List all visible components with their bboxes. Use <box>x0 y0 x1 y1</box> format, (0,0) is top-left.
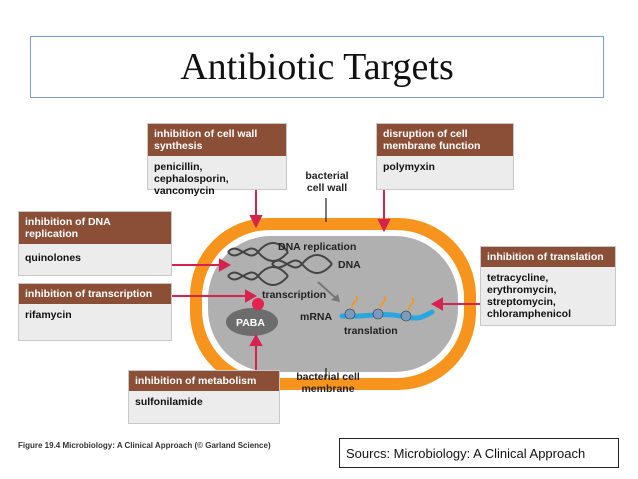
title-box: Antibiotic Targets <box>30 36 604 98</box>
label-translation: translation <box>344 325 398 337</box>
panel-drugs: sulfonilamide <box>135 396 203 408</box>
panel-drugs: rifamycin <box>25 309 72 321</box>
panel-heading: inhibition of cell wall synthesis <box>148 124 286 156</box>
page-title: Antibiotic Targets <box>180 46 454 88</box>
dna-helix-lower <box>227 254 333 286</box>
source-text: Sourcs: Microbiology: A Clinical Approac… <box>346 445 586 461</box>
nascent-peptides <box>351 295 415 311</box>
panel-translation: inhibition of translation tetracycline, … <box>480 246 616 326</box>
panel-heading: inhibition of metabolism <box>129 371 279 391</box>
label-mrna: mRNA <box>300 311 333 323</box>
panel-transcription: inhibition of transcription rifamycin <box>18 283 172 341</box>
paba-molecule <box>252 298 264 310</box>
panel-heading: disruption of cell membrane function <box>377 124 513 156</box>
target-arrows <box>172 190 480 370</box>
ribosomes <box>344 308 412 322</box>
panel-drugs: penicillin, cephalosporin, vancomycin <box>154 161 229 197</box>
panel-drugs: polymyxin <box>383 161 435 173</box>
panel-cell-wall: inhibition of cell wall synthesis penici… <box>147 123 287 197</box>
label-cell-wall: bacterial cell wall <box>305 170 349 194</box>
mrna-strand <box>339 309 435 321</box>
panel-heading: inhibition of transcription <box>19 284 171 304</box>
panel-metabolism: inhibition of metabolism sulfonilamide <box>128 370 280 424</box>
label-dna-replication: DNA replication <box>278 241 357 253</box>
dna-helix-upper <box>227 242 289 262</box>
label-transcription: transcription <box>262 289 327 301</box>
panel-heading: inhibition of translation <box>481 247 615 267</box>
label-cell-membrane: bacterial cell membrane <box>296 371 360 395</box>
cytoplasm-shape <box>208 236 458 372</box>
figure-caption: Figure 19.4 Microbiology: A Clinical App… <box>18 441 271 450</box>
panel-membrane: disruption of cell membrane function pol… <box>376 123 514 190</box>
source-box: Sourcs: Microbiology: A Clinical Approac… <box>339 438 619 468</box>
panel-drugs: tetracycline, erythromycin, streptomycin… <box>487 272 572 320</box>
panel-drugs: quinolones <box>25 252 81 264</box>
label-dna: DNA <box>338 259 361 271</box>
panel-dna-replication: inhibition of DNA replication quinolones <box>18 211 172 276</box>
paba-enzyme-shape <box>226 308 278 336</box>
panel-heading: inhibition of DNA replication <box>19 212 171 244</box>
label-paba: PABA <box>236 317 265 329</box>
